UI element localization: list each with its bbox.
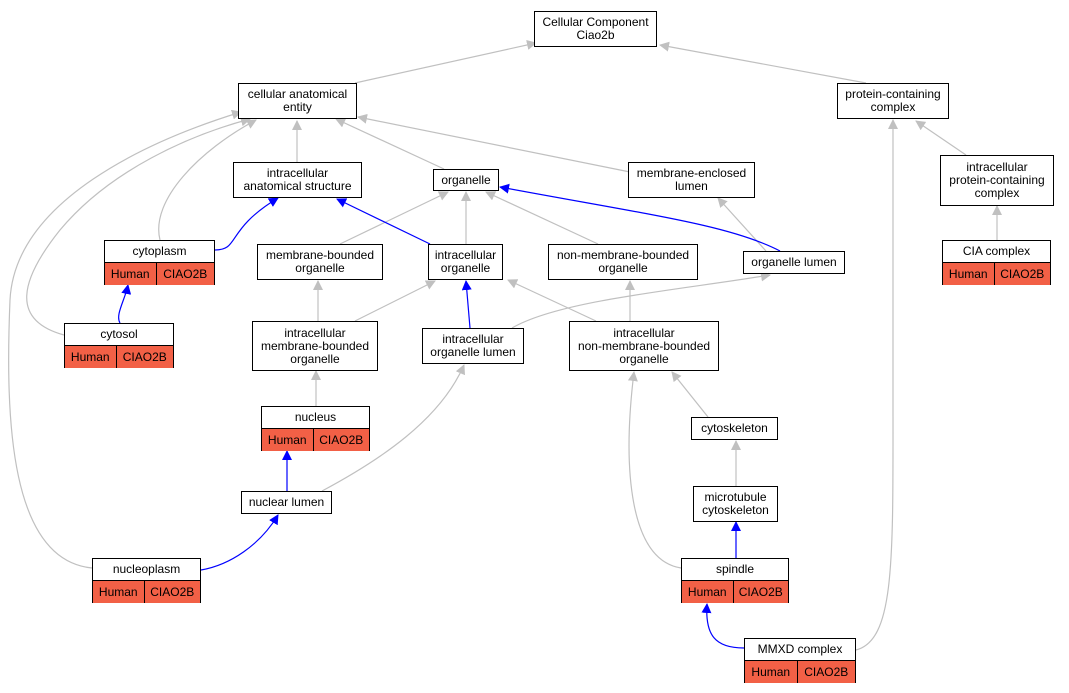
node-label: intracellular membrane-bounded organelle <box>260 325 370 366</box>
edge-spindle-to-inmbo <box>627 371 682 569</box>
node-organelle[interactable]: organelle <box>433 169 499 191</box>
edge-inmbo-to-io <box>507 279 597 322</box>
node-label: intracellular anatomical structure <box>243 166 352 193</box>
node-label: spindle <box>715 562 755 576</box>
edge-cytoskeleton-to-inmbo <box>671 371 709 418</box>
node-label: membrane-enclosed lumen <box>636 166 747 193</box>
edge-ipcc-to-pcc <box>915 120 967 156</box>
edge-mel-to-cae <box>357 113 631 173</box>
edge-pcc-to-root <box>659 41 867 84</box>
node-nuclear-lumen[interactable]: nuclear lumen <box>241 491 332 514</box>
species-cell: Human <box>687 584 727 599</box>
node-label: nucleoplasm <box>112 562 181 576</box>
node-label: MMXD complex <box>757 642 843 656</box>
node-cytoplasm[interactable]: cytoplasm Human CIAO2B <box>104 240 215 285</box>
node-label: organelle <box>441 172 491 187</box>
gene-cell: CIAO2B <box>143 581 200 603</box>
node-cellular-component[interactable]: Cellular Component Ciao2b <box>534 11 657 47</box>
edge-nucleoplasm-to-cae <box>8 109 242 569</box>
node-label: protein-containing complex <box>845 87 941 114</box>
node-spindle[interactable]: spindle Human CIAO2B <box>681 558 789 603</box>
node-label: non-membrane-bounded organelle <box>556 248 690 275</box>
node-intracellular-organelle-lumen[interactable]: intracellular organelle lumen <box>422 328 524 364</box>
edge-cytoplasm-to-ias <box>214 197 279 251</box>
node-label: intracellular organelle <box>434 248 497 275</box>
edge-ol-to-mel <box>717 197 767 252</box>
annotation-row: Human CIAO2B <box>682 580 788 603</box>
node-microtubule-cytoskeleton[interactable]: microtubule cytoskeleton <box>693 486 778 522</box>
node-label: nucleus <box>294 410 337 424</box>
edge-cytosol-to-cytoplasm <box>118 284 132 324</box>
edge-ol-to-organelle <box>499 183 781 252</box>
node-label: intracellular protein-containing complex <box>949 160 1045 200</box>
species-cell: Human <box>110 266 150 281</box>
gene-cell: CIAO2B <box>155 263 214 285</box>
gene-cell: CIAO2B <box>732 581 788 603</box>
node-label: nuclear lumen <box>248 495 325 509</box>
node-label: cytoskeleton <box>701 421 768 435</box>
node-mmxd-complex[interactable]: MMXD complex Human CIAO2B <box>744 638 856 683</box>
species-cell: Human <box>98 584 138 599</box>
node-intracellular-organelle[interactable]: intracellular organelle <box>428 244 503 280</box>
node-nucleus[interactable]: nucleus Human CIAO2B <box>261 406 370 451</box>
edge-iol-to-ol <box>511 271 771 329</box>
annotation-row: Human CIAO2B <box>262 428 369 451</box>
node-intracellular-protein-containing-complex[interactable]: intracellular protein-containing complex <box>940 155 1054 206</box>
edge-cytosol-to-cae <box>26 116 251 336</box>
annotation-row: Human CIAO2B <box>105 262 214 285</box>
annotation-row: Human CIAO2B <box>745 660 855 683</box>
node-label: Cellular Component Ciao2b <box>542 15 649 42</box>
node-label: intracellular non-membrane-bounded organ… <box>577 325 711 366</box>
edge-nucleoplasm-to-nl <box>200 514 279 571</box>
edge-mmxd-to-spindle <box>701 603 745 649</box>
node-intracellular-anatomical-structure[interactable]: intracellular anatomical structure <box>233 162 362 198</box>
annotation-row: Human CIAO2B <box>943 262 1050 285</box>
edge-io-to-ias <box>336 198 431 245</box>
species-cell: Human <box>267 432 307 447</box>
edge-nmbo-to-organelle <box>485 191 599 245</box>
node-label: membrane-bounded organelle <box>265 248 375 275</box>
gene-cell: CIAO2B <box>796 661 855 683</box>
gene-cell: CIAO2B <box>115 346 173 368</box>
node-label: organelle lumen <box>751 255 837 269</box>
edge-mmxd-to-pcc <box>855 119 898 651</box>
node-cytosol[interactable]: cytosol Human CIAO2B <box>64 323 174 368</box>
edge-nl-to-iol <box>321 364 465 492</box>
node-intracellular-non-membrane-bounded-organelle[interactable]: intracellular non-membrane-bounded organ… <box>569 321 719 371</box>
node-intracellular-membrane-bounded-organelle[interactable]: intracellular membrane-bounded organelle <box>252 321 378 371</box>
edge-mbo-to-organelle <box>339 191 449 245</box>
gene-cell: CIAO2B <box>993 263 1050 285</box>
edge-organelle-to-cae <box>335 118 445 170</box>
node-membrane-enclosed-lumen[interactable]: membrane-enclosed lumen <box>628 162 755 198</box>
node-non-membrane-bounded-organelle[interactable]: non-membrane-bounded organelle <box>548 244 698 280</box>
node-membrane-bounded-organelle[interactable]: membrane-bounded organelle <box>257 244 383 280</box>
edge-imbo-to-io <box>354 280 436 322</box>
edge-cytoplasm-to-cae <box>158 119 257 241</box>
node-label: CIA complex <box>962 244 1031 258</box>
species-cell: Human <box>751 664 791 679</box>
node-nucleoplasm[interactable]: nucleoplasm Human CIAO2B <box>92 558 201 603</box>
node-label: microtubule cytoskeleton <box>702 490 769 517</box>
node-label: cellular anatomical entity <box>247 87 348 114</box>
annotation-row: Human CIAO2B <box>65 345 173 368</box>
node-label: cytoplasm <box>132 244 187 258</box>
node-cia-complex[interactable]: CIA complex Human CIAO2B <box>942 240 1051 285</box>
node-organelle-lumen[interactable]: organelle lumen <box>743 251 845 274</box>
species-cell: Human <box>70 349 110 364</box>
node-cytoskeleton[interactable]: cytoskeleton <box>691 417 778 440</box>
annotation-row: Human CIAO2B <box>93 580 200 603</box>
species-cell: Human <box>948 266 988 281</box>
edge-cae-to-root <box>354 40 537 84</box>
gene-cell: CIAO2B <box>312 429 369 451</box>
node-cellular-anatomical-entity[interactable]: cellular anatomical entity <box>238 83 357 119</box>
node-protein-containing-complex[interactable]: protein-containing complex <box>837 83 949 119</box>
node-label: intracellular organelle lumen <box>430 332 516 359</box>
node-label: cytosol <box>100 327 138 341</box>
edge-iol-to-io <box>461 280 472 329</box>
